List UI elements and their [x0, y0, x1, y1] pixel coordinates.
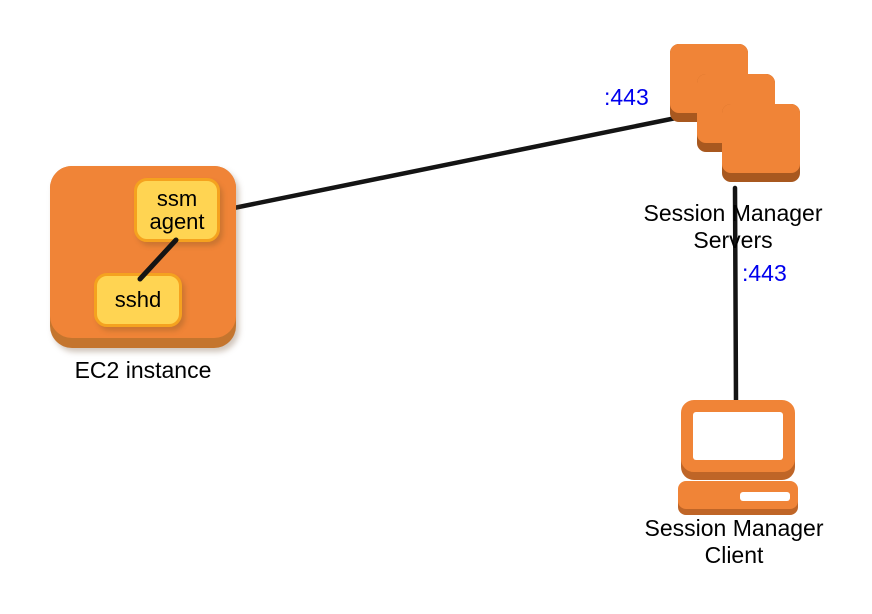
ssm-agent-label: ssm agent	[149, 185, 205, 234]
session-manager-servers-caption: Session Manager Servers	[643, 200, 823, 253]
sshd-label: sshd	[114, 287, 162, 313]
ec2-caption: EC2 instance	[74, 357, 212, 383]
computer-base-slot	[740, 492, 790, 501]
connector-agent-to-servers	[216, 115, 679, 214]
server-icon-3	[722, 104, 800, 182]
desktop-computer-icon[interactable]	[676, 396, 800, 515]
session-manager-client-caption: Session Manager Client	[644, 515, 824, 568]
service-box-ssm-agent[interactable]: ssm agent	[134, 178, 220, 242]
monitor-screen	[693, 412, 783, 460]
monitor-frame	[681, 400, 795, 472]
server-stack-icon[interactable]	[668, 44, 804, 196]
service-box-sshd[interactable]: sshd	[94, 273, 182, 327]
port-label-agent-to-servers: :443	[604, 84, 649, 110]
port-label-servers-to-client: :443	[742, 260, 787, 286]
server-3-face	[722, 104, 800, 173]
connector-servers-to-client	[732, 185, 739, 405]
